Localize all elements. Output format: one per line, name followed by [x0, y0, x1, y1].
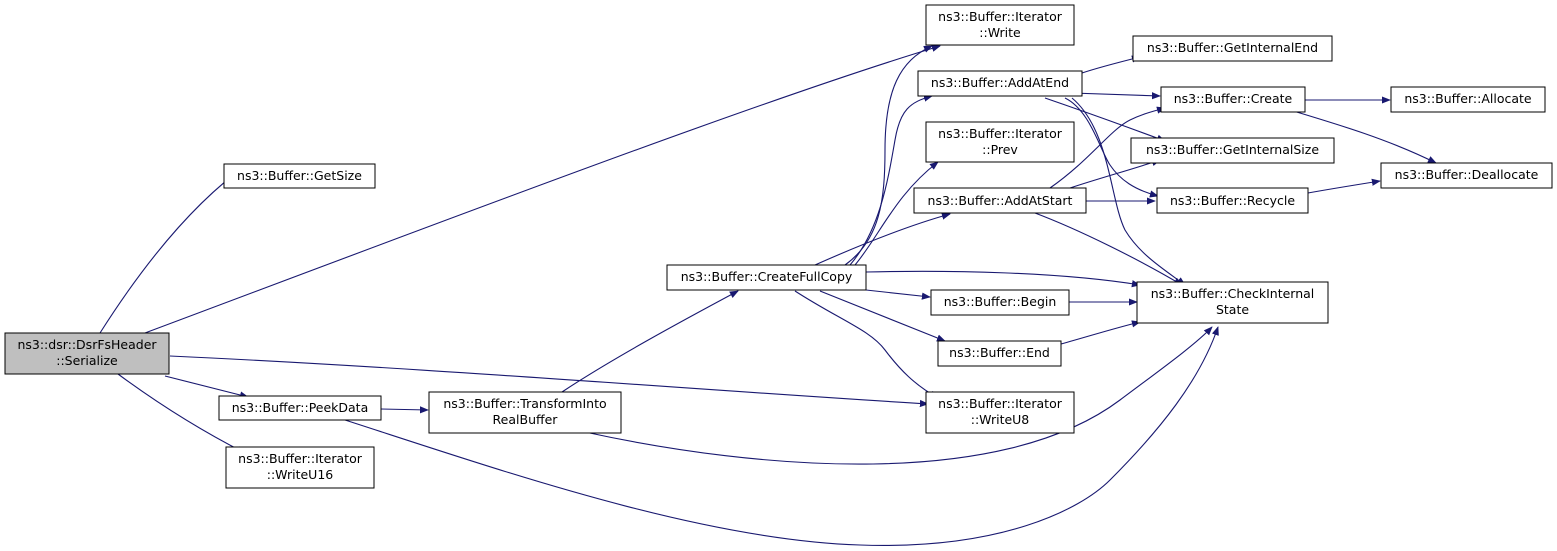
node-end[interactable]: ns3::Buffer::End: [937, 340, 1062, 367]
edge-addatend-getinternalsize: [1044, 97, 1166, 142]
node-checkinternal-label-1: ns3::Buffer::CheckInternal: [1151, 286, 1315, 301]
node-peekdata-label: ns3::Buffer::PeekData: [232, 400, 369, 415]
node-write-label-2: ::Write: [979, 25, 1021, 40]
node-transform-label-1: ns3::Buffer::TransformInto: [443, 396, 606, 411]
node-writeu16-label-2: ::WriteU16: [267, 467, 334, 482]
node-prev[interactable]: ns3::Buffer::Iterator ::Prev: [925, 121, 1075, 163]
node-serialize[interactable]: ns3::dsr::DsrFsHeader ::Serialize: [4, 332, 170, 375]
node-addatend[interactable]: ns3::Buffer::AddAtEnd: [917, 70, 1083, 97]
edges: [99, 44, 1437, 546]
node-deallocate-label: ns3::Buffer::Deallocate: [1395, 167, 1539, 182]
edge-createfullcopy-addatend: [849, 94, 933, 266]
node-checkinternal[interactable]: ns3::Buffer::CheckInternal State: [1136, 281, 1329, 324]
node-prev-label-1: ns3::Buffer::Iterator: [938, 126, 1063, 141]
node-addatstart-label: ns3::Buffer::AddAtStart: [928, 193, 1073, 208]
edge-recycle-deallocate: [1307, 178, 1381, 194]
edge-serialize-getsize: [99, 163, 249, 334]
edge-end-checkinternal: [1060, 320, 1141, 345]
edge-createfullcopy-addatstart: [814, 212, 951, 266]
node-createfullcopy-label: ns3::Buffer::CreateFullCopy: [681, 269, 853, 284]
node-peekdata[interactable]: ns3::Buffer::PeekData: [218, 395, 382, 421]
node-getinternalsize[interactable]: ns3::Buffer::GetInternalSize: [1130, 137, 1335, 164]
edge-createfullcopy-writeu8: [794, 290, 939, 399]
node-begin[interactable]: ns3::Buffer::Begin: [930, 289, 1070, 316]
node-create-label: ns3::Buffer::Create: [1174, 91, 1293, 106]
node-end-label: ns3::Buffer::End: [949, 345, 1050, 360]
edge-addatend-checkinternal: [1071, 97, 1186, 286]
edge-createfullcopy-write: [844, 45, 933, 266]
edge-peekdata-transform: [380, 406, 429, 414]
node-getinternalend[interactable]: ns3::Buffer::GetInternalEnd: [1132, 35, 1333, 62]
node-writeu16-label-1: ns3::Buffer::Iterator: [238, 451, 363, 466]
node-checkinternal-label-2: State: [1216, 302, 1249, 317]
node-write-label-1: ns3::Buffer::Iterator: [938, 9, 1063, 24]
edge-serialize-peekdata: [164, 375, 249, 399]
node-addatstart[interactable]: ns3::Buffer::AddAtStart: [913, 187, 1087, 214]
node-transform-label-2: RealBuffer: [493, 412, 559, 427]
node-getsize-label: ns3::Buffer::GetSize: [237, 168, 362, 183]
edge-create-deallocate: [1289, 109, 1437, 164]
node-write[interactable]: ns3::Buffer::Iterator ::Write: [925, 4, 1075, 46]
node-serialize-label-1: ns3::dsr::DsrFsHeader: [17, 337, 157, 352]
node-prev-label-2: ::Prev: [982, 142, 1018, 157]
node-writeu8-label-1: ns3::Buffer::Iterator: [938, 396, 1063, 411]
edge-transform-checkinternal: [584, 326, 1213, 465]
edge-addatstart-checkinternal: [1034, 212, 1183, 286]
node-allocate-label: ns3::Buffer::Allocate: [1404, 91, 1532, 106]
edge-createfullcopy-prev: [854, 161, 939, 266]
node-begin-label: ns3::Buffer::Begin: [944, 294, 1057, 309]
node-addatend-label: ns3::Buffer::AddAtEnd: [931, 75, 1069, 90]
node-getinternalend-label: ns3::Buffer::GetInternalEnd: [1147, 40, 1318, 55]
node-deallocate[interactable]: ns3::Buffer::Deallocate: [1380, 162, 1553, 189]
node-getinternalsize-label: ns3::Buffer::GetInternalSize: [1146, 142, 1319, 157]
edge-addatend-recycle: [1064, 97, 1159, 198]
edge-serialize-writeu16: [117, 373, 246, 454]
node-create[interactable]: ns3::Buffer::Create: [1160, 86, 1306, 113]
node-allocate[interactable]: ns3::Buffer::Allocate: [1390, 86, 1546, 113]
edge-peekdata-checkinternal: [344, 326, 1219, 546]
edge-createfullcopy-checkinternal: [865, 270, 1141, 288]
node-recycle[interactable]: ns3::Buffer::Recycle: [1156, 187, 1309, 214]
edge-addatstart-getinternalsize: [1069, 159, 1161, 189]
node-createfullcopy[interactable]: ns3::Buffer::CreateFullCopy: [666, 264, 867, 291]
node-recycle-label: ns3::Buffer::Recycle: [1170, 193, 1295, 208]
node-getsize[interactable]: ns3::Buffer::GetSize: [223, 163, 376, 189]
edge-serialize-write: [144, 44, 941, 334]
edge-addatstart-create: [1049, 106, 1166, 189]
node-writeu8-label-2: ::WriteU8: [971, 412, 1030, 427]
node-writeu16[interactable]: ns3::Buffer::Iterator ::WriteU16: [225, 446, 375, 489]
edge-addatend-getinternalend: [1081, 55, 1141, 74]
node-transform[interactable]: ns3::Buffer::TransformInto RealBuffer: [428, 391, 622, 434]
node-writeu8[interactable]: ns3::Buffer::Iterator ::WriteU8: [925, 391, 1075, 434]
edge-transform-createfullcopy: [561, 290, 739, 393]
edge-createfullcopy-end: [819, 290, 946, 342]
edge-serialize-writeu8: [169, 355, 929, 408]
node-serialize-label-2: ::Serialize: [56, 353, 118, 368]
edge-createfullcopy-begin: [865, 289, 931, 300]
